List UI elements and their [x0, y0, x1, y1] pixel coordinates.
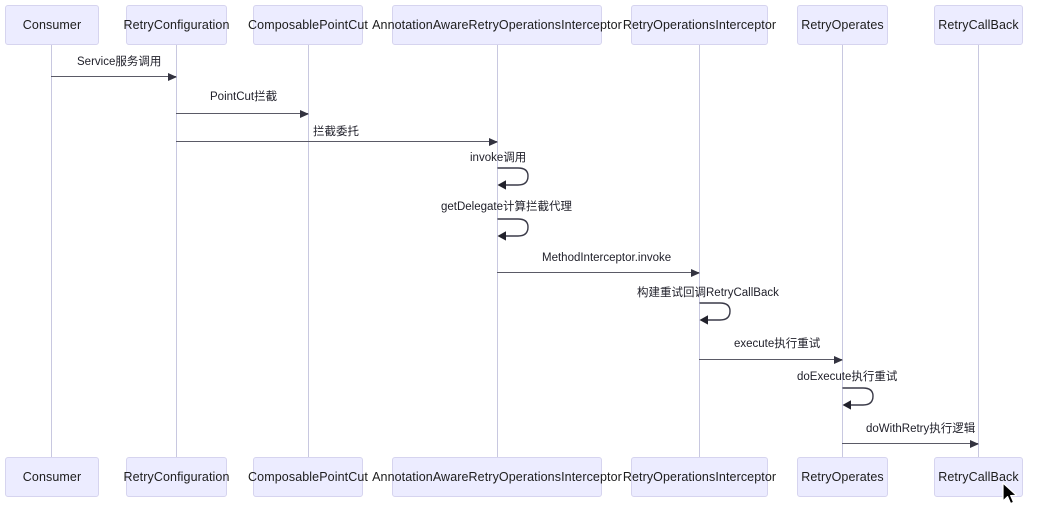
message-label-m4: invoke调用 [470, 152, 527, 164]
participant-header-composable-point-cut[interactable]: ComposablePointCut [248, 5, 368, 45]
lifeline-retry-call-back [978, 45, 979, 457]
participant-header-retry-operates[interactable]: RetryOperates [797, 5, 888, 45]
lifeline-retry-operates [842, 45, 843, 457]
self-message-loop-m4[interactable] [497, 162, 543, 196]
message-label-m3: 拦截委托 [313, 126, 359, 138]
participant-label: RetryCallBack [938, 469, 1019, 484]
participant-header-retry-call-back[interactable]: RetryCallBack [934, 5, 1023, 45]
message-label-m1: Service服务调用 [77, 56, 162, 68]
message-arrow-m1[interactable] [51, 72, 177, 81]
participant-header-retry-operations-interceptor[interactable]: RetryOperationsInterceptor [623, 5, 776, 45]
participant-footer-composable-point-cut[interactable]: ComposablePointCut [248, 457, 368, 497]
message-arrow-m6[interactable] [497, 268, 700, 277]
participant-label: RetryConfiguration [123, 469, 230, 484]
participant-footer-consumer[interactable]: Consumer [5, 457, 99, 497]
participant-header-annotation-aware-retry-operations-interceptor[interactable]: AnnotationAwareRetryOperationsIntercepto… [372, 5, 622, 45]
lifeline-annotation-aware-retry-operations-interceptor [497, 45, 498, 457]
lifeline-retry-operations-interceptor [699, 45, 700, 457]
participant-footer-retry-operates[interactable]: RetryOperates [797, 457, 888, 497]
message-arrow-m3[interactable] [176, 137, 498, 146]
message-label-m8: execute执行重试 [734, 338, 821, 350]
participant-footer-retry-configuration[interactable]: RetryConfiguration [123, 457, 230, 497]
participant-label: Consumer [22, 469, 82, 484]
message-label-m5: getDelegate计算拦截代理 [441, 201, 573, 213]
participant-label: RetryOperates [801, 469, 884, 484]
self-message-loop-m9[interactable] [842, 382, 888, 416]
message-label-m9: doExecute执行重试 [797, 371, 898, 383]
message-arrow-m8[interactable] [699, 355, 843, 364]
participant-header-consumer[interactable]: Consumer [5, 5, 99, 45]
message-label-m2: PointCut拦截 [210, 91, 278, 103]
participant-label: AnnotationAwareRetryOperationsIntercepto… [372, 17, 622, 32]
participant-label: AnnotationAwareRetryOperationsIntercepto… [372, 469, 622, 484]
message-label-m6: MethodInterceptor.invoke [542, 252, 672, 264]
participant-label: RetryConfiguration [123, 17, 230, 32]
message-label-m10: doWithRetry执行逻辑 [866, 423, 976, 435]
participant-footer-retry-operations-interceptor[interactable]: RetryOperationsInterceptor [623, 457, 776, 497]
self-message-loop-m7[interactable] [699, 297, 745, 331]
participant-label: RetryOperationsInterceptor [622, 469, 777, 484]
participant-label: RetryOperationsInterceptor [622, 17, 777, 32]
message-arrow-m10[interactable] [842, 439, 979, 448]
participant-label: ComposablePointCut [248, 469, 368, 484]
self-message-loop-m5[interactable] [497, 213, 543, 247]
lifeline-composable-point-cut [308, 45, 309, 457]
lifeline-consumer [51, 45, 52, 457]
message-arrow-m2[interactable] [176, 109, 309, 118]
lifeline-retry-configuration [176, 45, 177, 457]
participant-label: ComposablePointCut [248, 17, 368, 32]
participant-label: Consumer [22, 17, 82, 32]
participant-label: RetryCallBack [938, 17, 1019, 32]
participant-header-retry-configuration[interactable]: RetryConfiguration [123, 5, 230, 45]
participant-label: RetryOperates [801, 17, 884, 32]
participant-footer-annotation-aware-retry-operations-interceptor[interactable]: AnnotationAwareRetryOperationsIntercepto… [372, 457, 622, 497]
message-label-m7: 构建重试回调RetryCallBack [637, 287, 779, 299]
participant-footer-retry-call-back[interactable]: RetryCallBack [934, 457, 1023, 497]
